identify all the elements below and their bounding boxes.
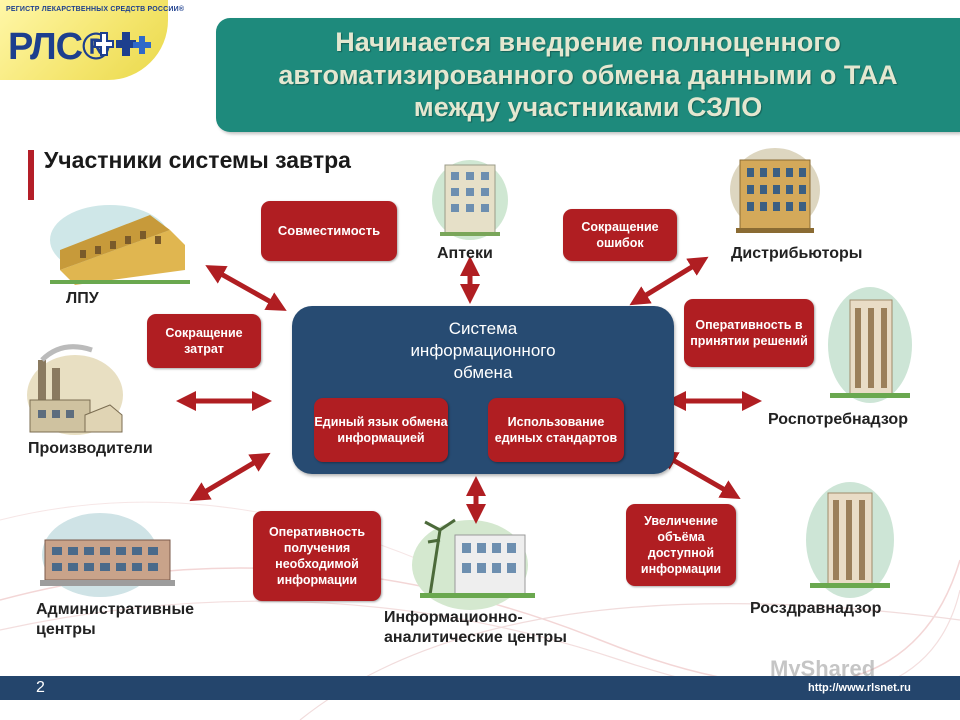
participant-producers: Производители <box>28 440 153 457</box>
logo-tagline: РЕГИСТР ЛЕКАРСТВЕННЫХ СРЕДСТВ РОССИИ® <box>6 6 185 13</box>
participant-pharmacies: Аптеки <box>437 245 493 262</box>
participant-roszdravnadzor: Росздравнадзор <box>750 600 882 617</box>
rospotrebnadzor-building-icon <box>828 287 912 403</box>
distributor-building-icon <box>730 148 820 233</box>
participant-info-centers: Информационно-аналитические центры <box>384 609 567 646</box>
participant-rospotrebnadzor: Роспотребнадзор <box>768 411 908 428</box>
title-banner: Начинается внедрение полноценного автома… <box>216 18 960 132</box>
factory-building-icon <box>27 344 123 435</box>
system-item-common-standards: Использование единых стандартов <box>488 398 624 462</box>
arrow-roszdravnadzor <box>657 451 741 499</box>
page-number: 2 <box>36 679 45 696</box>
pharmacy-building-icon <box>432 160 508 240</box>
page-title: Начинается внедрение полноценного автома… <box>278 26 898 123</box>
benefit-compatibility: Совместимость <box>261 201 397 261</box>
system-item-common-language: Единый язык обмена информацией <box>314 398 448 462</box>
participant-admin-centers: Административные центры <box>36 601 195 638</box>
admin-center-building-icon <box>40 513 175 597</box>
footer-bar <box>0 676 960 700</box>
participant-distributors: Дистрибьюторы <box>731 245 863 262</box>
benefit-info-speed: Оперативность получения необходимой инфо… <box>253 511 381 601</box>
arrow-admin-centers <box>189 452 271 502</box>
benefit-decision-speed: Оперативность в принятии решений <box>684 299 814 367</box>
benefit-info-volume: Увеличение объёма доступной информации <box>626 504 736 586</box>
arrow-lpu <box>205 265 287 311</box>
hospital-building-icon <box>50 205 190 285</box>
subtitle-accent-bar <box>28 150 34 200</box>
logo-crosses-icon <box>94 32 151 56</box>
system-box: Система информационного обмена Единый яз… <box>292 306 674 474</box>
section-subtitle: Участники системы завтра <box>44 147 351 173</box>
benefit-error-reduction: Сокращение ошибок <box>563 209 677 261</box>
arrow-distributors <box>629 256 709 306</box>
system-title: Система информационного обмена <box>410 319 556 383</box>
roszdravnadzor-building-icon <box>806 482 894 598</box>
footer-url-link[interactable]: http://www.rlsnet.ru <box>808 682 911 694</box>
info-center-building-icon <box>412 518 535 610</box>
benefit-cost-reduction: Сокращение затрат <box>147 314 261 368</box>
logo-name: РЛС® <box>8 26 110 68</box>
participant-lpu: ЛПУ <box>66 290 99 307</box>
connection-arrows <box>176 256 762 524</box>
